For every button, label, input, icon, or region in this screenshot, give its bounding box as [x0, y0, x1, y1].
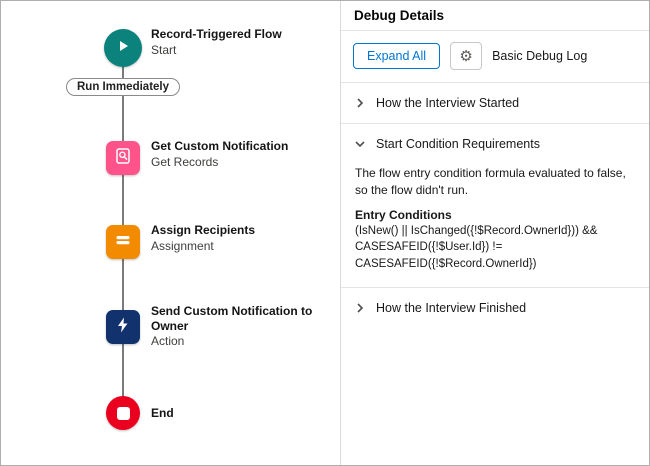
section-label: How the Interview Finished: [376, 300, 527, 315]
entry-conditions-label: Entry Conditions: [355, 207, 452, 222]
divider: [341, 286, 649, 288]
stop-square-icon: [116, 406, 130, 420]
section-label: How the Interview Started: [376, 96, 520, 110]
flow-node-start[interactable]: [104, 29, 142, 67]
expand-all-button[interactable]: Expand All: [353, 43, 441, 69]
end-node-label: End: [151, 406, 174, 421]
node-title: Record-Triggered Flow: [151, 27, 282, 41]
gear-icon: ⚙: [459, 48, 473, 65]
section-start-condition-requirements[interactable]: Start Condition Requirements: [341, 124, 649, 164]
divider: [341, 82, 649, 83]
flow-node-action[interactable]: [106, 310, 140, 344]
get-records-node-label: Get Custom Notification Get Records: [151, 139, 288, 169]
start-node-label: Record-Triggered Flow Start: [151, 27, 282, 57]
panel-title: Debug Details: [341, 1, 649, 31]
node-title: End: [151, 406, 174, 420]
node-title: Assign Recipients: [151, 223, 256, 237]
node-subtitle: Assignment: [151, 238, 214, 253]
section-label: Start Condition Requirements: [376, 137, 540, 151]
gear-button[interactable]: ⚙: [450, 42, 483, 70]
flow-node-get-records[interactable]: [106, 141, 140, 175]
chevron-right-icon: [355, 98, 365, 108]
condition-result-text: The flow entry condition formula evaluat…: [355, 166, 626, 198]
entry-conditions-formula: (IsNew() || IsChanged({!$Record.OwnerId}…: [355, 224, 598, 271]
debug-details-panel: Debug Details Expand All ⚙ Basic Debug L…: [341, 1, 649, 465]
equals-icon: [114, 231, 132, 254]
node-subtitle: Get Records: [151, 154, 219, 169]
run-immediately-badge: Run Immediately: [65, 78, 181, 96]
assignment-node-label: Assign Recipients Assignment: [151, 223, 255, 253]
start-condition-section-body: The flow entry condition formula evaluat…: [341, 164, 649, 287]
debug-toolbar: Expand All ⚙ Basic Debug Log: [341, 31, 649, 82]
node-subtitle: Action: [151, 334, 185, 349]
chevron-right-icon: [355, 303, 365, 313]
play-icon: [115, 38, 131, 59]
node-title: Get Custom Notification: [151, 139, 289, 153]
record-lookup-icon: [114, 147, 132, 170]
node-subtitle: Start: [151, 42, 177, 57]
debug-log-label: Basic Debug Log: [492, 49, 588, 63]
flow-node-end[interactable]: [106, 396, 140, 430]
section-how-interview-finished[interactable]: How the Interview Finished: [341, 288, 649, 328]
divider: [341, 123, 649, 124]
action-node-label: Send Custom Notification to Owner Action: [151, 304, 327, 349]
flow-node-assignment[interactable]: [106, 225, 140, 259]
section-how-interview-started[interactable]: How the Interview Started: [341, 83, 649, 123]
node-title: Send Custom Notification to Owner: [151, 304, 313, 333]
lightning-bolt-icon: [114, 316, 132, 339]
chevron-down-icon: [355, 139, 365, 149]
flow-canvas: Record-Triggered Flow Start Run Immediat…: [1, 1, 341, 465]
